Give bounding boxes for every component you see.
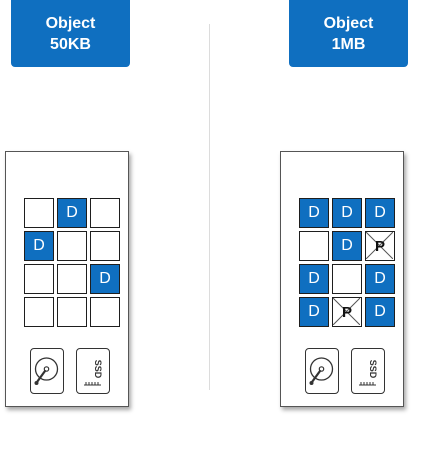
data-block-cell: D — [24, 231, 54, 261]
data-block-cell: D — [365, 264, 395, 294]
divider-line — [209, 24, 210, 390]
block-grid: D D D — [24, 198, 120, 327]
data-block-cell: D — [365, 198, 395, 228]
hard-disk-icon — [305, 348, 339, 394]
data-block-cell: D — [90, 264, 120, 294]
object-title: Object — [45, 14, 96, 32]
parity-cross-icon — [366, 232, 393, 259]
empty-block-cell — [57, 297, 87, 327]
empty-block-cell — [24, 198, 54, 228]
data-block-cell: D — [332, 231, 362, 261]
data-block-cell: D — [299, 198, 329, 228]
ssd-label: SSD — [368, 360, 378, 379]
data-block-cell: D — [365, 297, 395, 327]
hard-disk-icon — [30, 348, 64, 394]
data-block-cell: D — [332, 198, 362, 228]
empty-block-cell — [57, 264, 87, 294]
storage-node-right: D D D D P D D D P D SSD — [280, 151, 404, 407]
parity-label: P — [341, 303, 352, 321]
empty-block-cell — [299, 231, 329, 261]
block-grid: D D D D P D D D P D — [299, 198, 395, 327]
object-1mb-label: Object 1MB — [289, 0, 408, 67]
empty-block-cell — [90, 198, 120, 228]
parity-block-cell: P — [332, 297, 362, 327]
empty-block-cell — [332, 264, 362, 294]
storage-node-left: D D D SSD — [5, 151, 129, 407]
empty-block-cell — [57, 231, 87, 261]
empty-block-cell — [24, 264, 54, 294]
object-50kb-label: Object 50KB — [11, 0, 130, 67]
ssd-label: SSD — [93, 360, 103, 379]
data-block-cell: D — [57, 198, 87, 228]
object-size: 1MB — [331, 35, 366, 53]
object-size: 50KB — [50, 35, 91, 53]
parity-label: P — [374, 237, 385, 255]
object-title: Object — [323, 14, 374, 32]
ssd-icon: SSD — [351, 348, 385, 394]
parity-block-cell: P — [365, 231, 395, 261]
empty-block-cell — [90, 297, 120, 327]
data-block-cell: D — [299, 264, 329, 294]
empty-block-cell — [90, 231, 120, 261]
data-block-cell: D — [299, 297, 329, 327]
parity-cross-icon — [333, 298, 360, 325]
ssd-icon: SSD — [76, 348, 110, 394]
empty-block-cell — [24, 297, 54, 327]
